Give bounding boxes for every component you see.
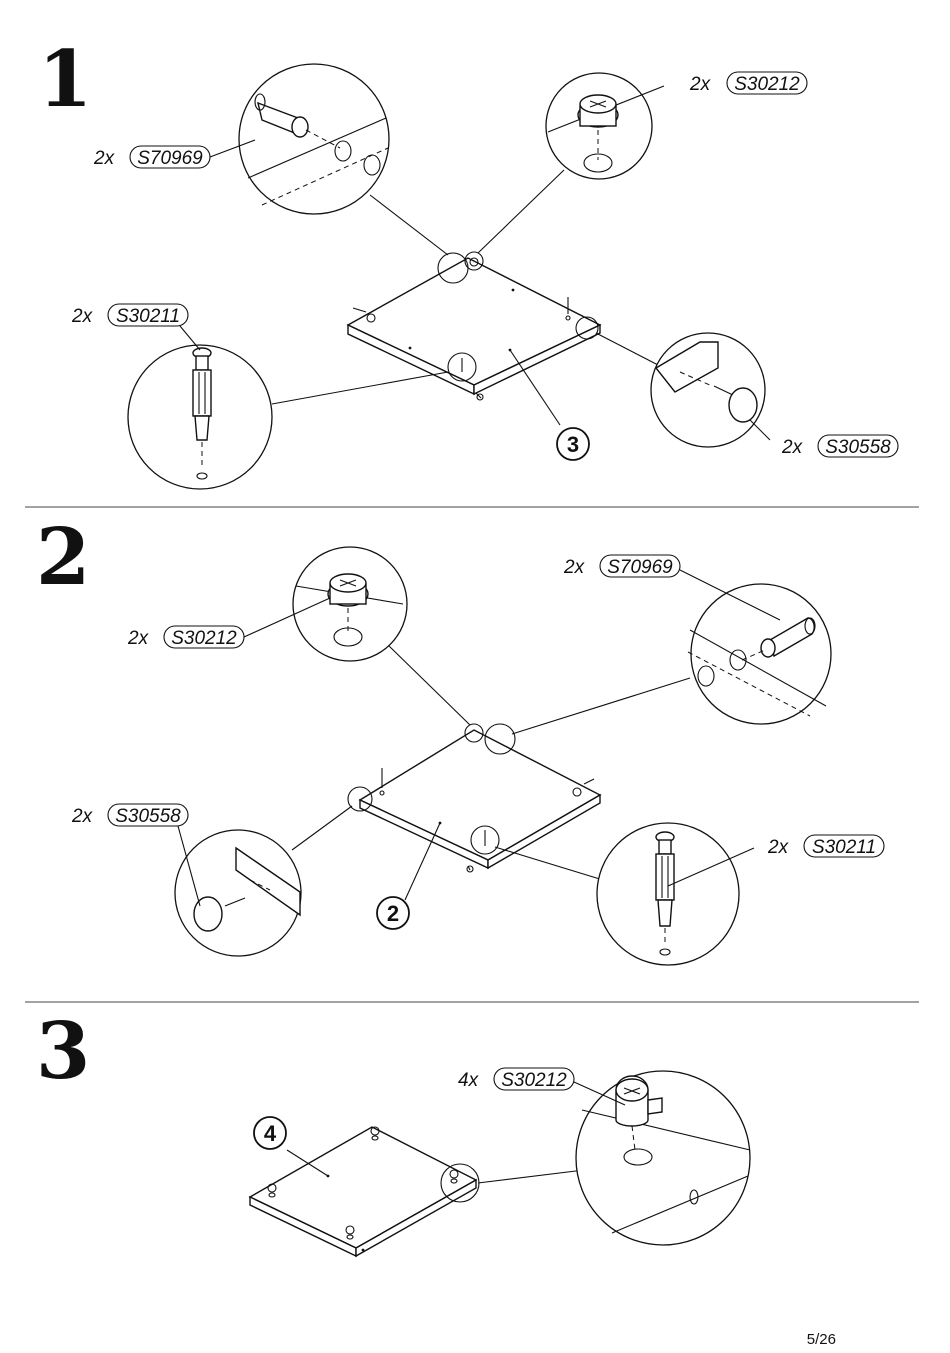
svg-text:S70969: S70969 [137,148,203,169]
callout-s70969: 2x S70969 [563,554,781,621]
detail-cam-fitting [575,1070,751,1246]
svg-text:2x: 2x [767,837,790,858]
svg-text:S30558: S30558 [115,806,181,827]
svg-text:2x: 2x [689,74,712,95]
callout-s30558: 2x S30558 [781,434,899,458]
callout-s30212: 4x S30212 [458,1067,626,1106]
svg-text:2x: 2x [93,148,116,169]
panel-part-4 [248,1126,480,1258]
detail-cam-fitting [292,546,408,662]
panel-part-2 [347,723,602,873]
callout-s70969: 2x S70969 [93,139,256,169]
callout-s30212: 2x S30212 [689,71,808,95]
detail-glide [650,332,771,448]
detail-dowel [687,583,832,725]
step-1: 1 [38,34,899,490]
svg-text:4: 4 [264,1121,277,1146]
callout-s30558: 2x S30558 [71,803,201,907]
detail-cam-screw [127,344,273,490]
detail-glide [174,829,302,957]
detail-cam-fitting [545,72,665,180]
svg-text:2x: 2x [127,628,150,649]
svg-text:2x: 2x [563,557,586,578]
part-label: 3 [556,427,590,461]
svg-text:3: 3 [567,432,579,457]
svg-text:S30558: S30558 [825,437,891,458]
svg-text:S30212: S30212 [734,74,800,95]
svg-text:S30211: S30211 [812,837,876,858]
step-number: 2 [36,512,90,603]
svg-text:2x: 2x [781,437,804,458]
svg-text:2x: 2x [71,806,94,827]
step-3: 3 4x [36,1006,751,1258]
svg-text:S70969: S70969 [607,557,673,578]
svg-text:S30212: S30212 [171,628,237,649]
callout-s30211: 2x S30211 [667,834,885,887]
svg-text:S30212: S30212 [501,1070,567,1091]
part-label: 4 [253,1116,287,1150]
step-number: 3 [36,1006,90,1097]
callout-s30212: 2x S30212 [127,597,331,649]
part-label: 2 [376,896,410,930]
svg-text:4x: 4x [458,1070,480,1091]
svg-text:2x: 2x [71,306,94,327]
panel-part-3 [346,251,602,401]
detail-dowel [238,63,390,215]
step-2: 2 [36,512,885,966]
svg-text:2: 2 [387,901,399,926]
detail-cam-screw [596,822,740,966]
page-number: 5/26 [807,1331,836,1348]
step-number: 1 [38,34,92,125]
callout-s30211: 2x S30211 [71,303,201,351]
svg-text:S30211: S30211 [116,306,180,327]
